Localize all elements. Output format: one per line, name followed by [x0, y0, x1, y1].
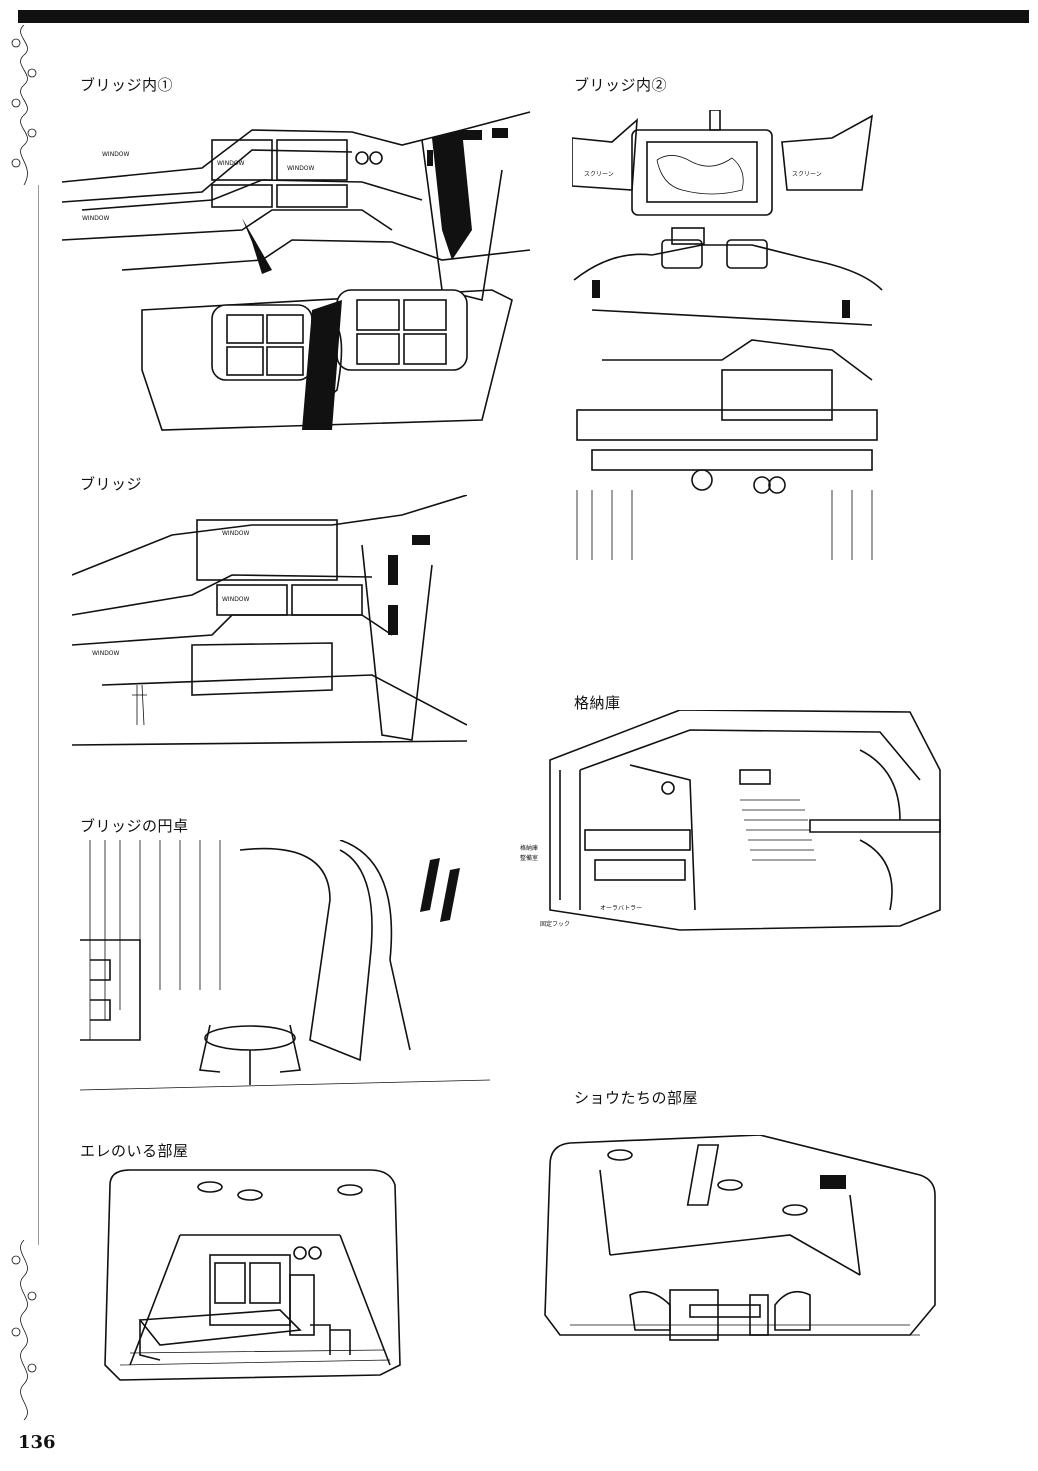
section-title: ブリッジ内① [80, 76, 174, 94]
svg-text:WINDOW: WINDOW [102, 151, 130, 158]
bridge-sketch: WINDOW WINDOW WINDOW [72, 495, 467, 757]
elle-room-sketch [100, 1165, 420, 1385]
hangar-sketch: 格納庫 整備室 オーラバトラー 固定フック [520, 710, 945, 940]
svg-text:オーラバトラー: オーラバトラー [600, 905, 642, 912]
section-title: ショウたちの部屋 [574, 1089, 699, 1107]
svg-text:WINDOW: WINDOW [92, 650, 120, 657]
top-bar [18, 10, 1029, 23]
svg-text:WINDOW: WINDOW [217, 160, 245, 167]
section-title: ブリッジ内② [574, 76, 668, 94]
section-title: 格納庫 [574, 694, 621, 712]
section-title: エレのいる部屋 [80, 1142, 189, 1160]
svg-text:スクリーン: スクリーン [584, 171, 614, 178]
bridge-round-table-sketch [80, 840, 490, 1115]
section-title: ブリッジ [80, 475, 143, 493]
svg-text:WINDOW: WINDOW [287, 165, 315, 172]
svg-text:スクリーン: スクリーン [792, 171, 822, 178]
sho-room-sketch [540, 1135, 940, 1345]
svg-text:整備室: 整備室 [520, 854, 538, 862]
svg-text:格納庫: 格納庫 [520, 844, 538, 852]
bridge-interior-1-sketch: WINDOW WINDOW WINDOW WINDOW [62, 110, 532, 440]
margin-rule [38, 185, 39, 1245]
vine-ornament-icon [11, 1240, 37, 1420]
bridge-interior-2-sketch: スクリーン スクリーン [572, 110, 892, 570]
section-title: ブリッジの円卓 [80, 817, 189, 835]
vine-ornament-icon [11, 25, 37, 185]
svg-text:WINDOW: WINDOW [82, 215, 110, 222]
svg-text:固定フック: 固定フック [540, 920, 570, 928]
page-number: 136 [18, 1432, 56, 1453]
svg-text:WINDOW: WINDOW [222, 530, 250, 537]
svg-text:WINDOW: WINDOW [222, 596, 250, 603]
